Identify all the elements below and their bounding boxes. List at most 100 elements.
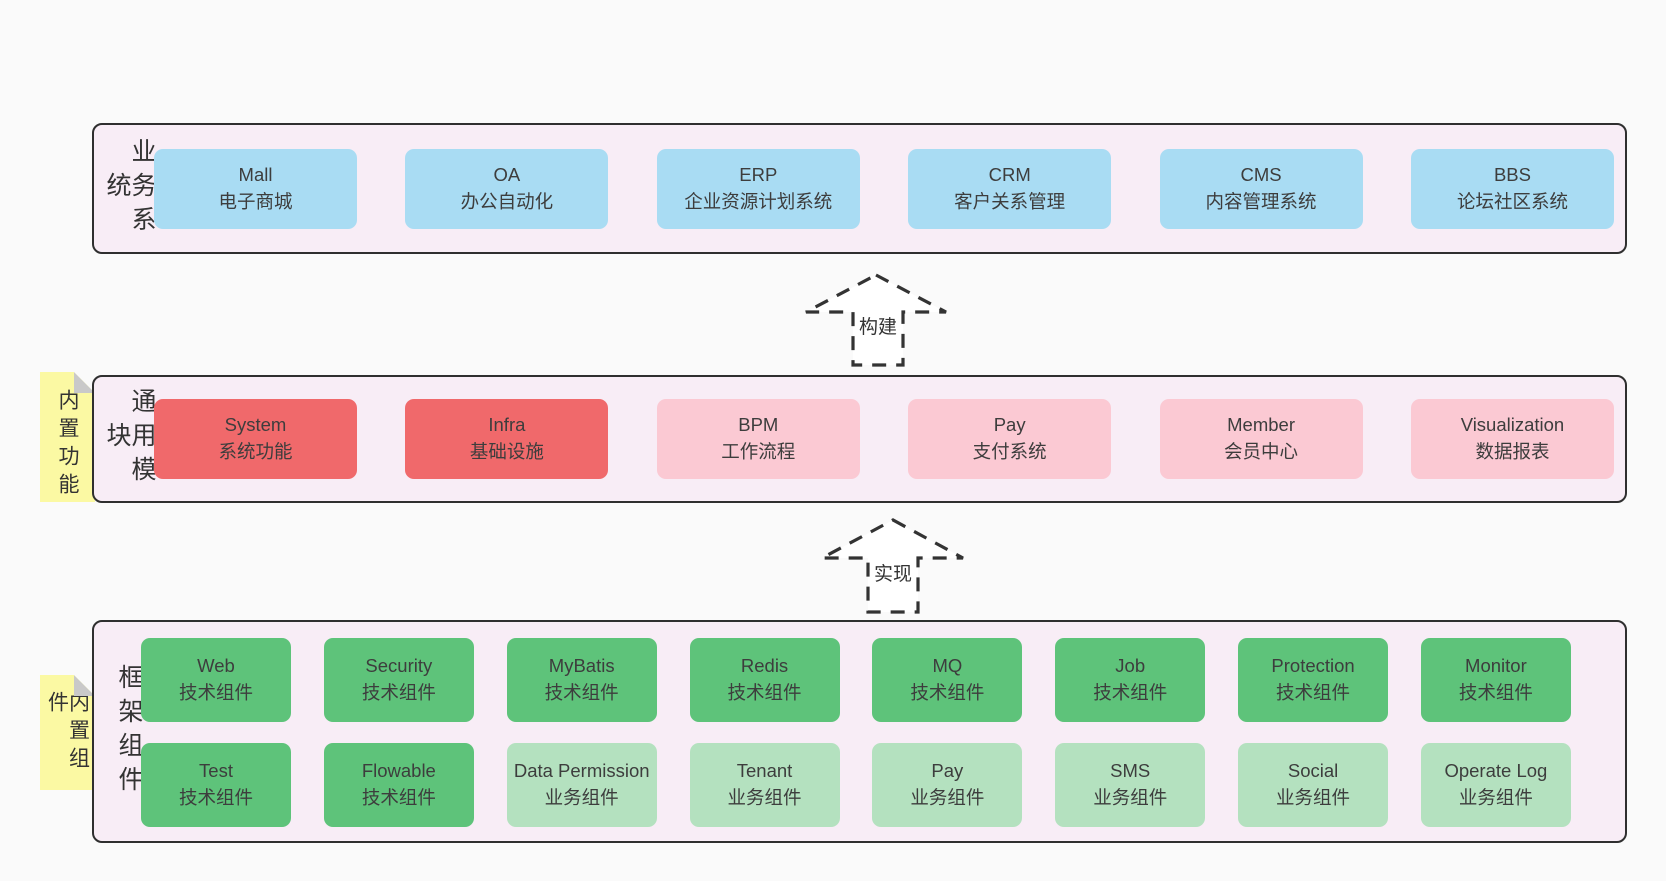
- box-bpm: BPM 工作流程: [656, 399, 860, 479]
- box-title: Mall: [238, 163, 273, 185]
- build-arrow-shape: [805, 273, 947, 367]
- box-subtitle: 论坛社区系统: [1456, 190, 1568, 212]
- box-subtitle: 电子商城: [218, 190, 293, 212]
- box-subtitle: 内容管理系统: [1205, 190, 1317, 212]
- box-sms: SMS 业务组件: [1055, 743, 1206, 827]
- box-data-permission: Data Permission 业务组件: [506, 743, 657, 827]
- builtin-components-note-label: 内置组件: [45, 691, 90, 775]
- box-title: ERP: [739, 163, 778, 185]
- box-mall: Mall 电子商城: [154, 148, 357, 229]
- box-title: Redis: [740, 655, 789, 677]
- box-title: MQ: [932, 655, 963, 677]
- box-test: Test 技术组件: [141, 743, 291, 827]
- box-mq: MQ 技术组件: [872, 638, 1023, 722]
- box-title: OA: [493, 163, 521, 185]
- box-subtitle: 支付系统: [972, 441, 1047, 462]
- box-bbs: BBS 论坛社区系统: [1410, 148, 1614, 229]
- common-modules-boxes: System 系统功能 Infra 基础设施 BPM 工作流程 Pay 支付系统…: [154, 399, 1625, 479]
- box-title: Protection: [1271, 655, 1355, 677]
- box-mybatis: MyBatis 技术组件: [506, 638, 657, 722]
- box-crm: CRM 客户关系管理: [908, 148, 1112, 229]
- box-title: BBS: [1493, 163, 1531, 185]
- box-title: Operate Log: [1444, 760, 1548, 782]
- builtin-functions-note: 内置功能: [40, 372, 95, 502]
- box-subtitle: 业务组件: [1276, 787, 1351, 808]
- box-pay-module: Pay 支付系统: [908, 399, 1112, 479]
- box-subtitle: 技术组件: [361, 787, 436, 808]
- build-arrow-label: 构建: [859, 316, 897, 338]
- box-subtitle: 业务组件: [1093, 787, 1168, 808]
- box-operate-log: Operate Log 业务组件: [1420, 743, 1571, 827]
- box-title: Pay: [931, 760, 964, 782]
- box-security: Security 技术组件: [323, 638, 474, 722]
- box-visualization: Visualization 数据报表: [1410, 399, 1614, 479]
- box-web: Web 技术组件: [141, 638, 291, 722]
- box-subtitle: 业务组件: [544, 787, 619, 808]
- box-title: Infra: [488, 414, 526, 436]
- box-title: Visualization: [1460, 414, 1565, 436]
- common-modules-label: 通用模块: [103, 388, 156, 490]
- box-social: Social 业务组件: [1238, 743, 1389, 827]
- business-systems-label: 业务系统: [103, 137, 156, 240]
- box-member: Member 会员中心: [1159, 399, 1363, 479]
- box-title: Monitor: [1465, 655, 1527, 677]
- box-subtitle: 业务组件: [1458, 787, 1533, 808]
- implement-arrow-shape: [821, 518, 964, 614]
- box-infra: Infra 基础设施: [405, 399, 609, 479]
- box-oa: OA 办公自动化: [405, 148, 609, 229]
- box-flowable: Flowable 技术组件: [323, 743, 474, 827]
- box-subtitle: 技术组件: [1276, 682, 1351, 703]
- box-subtitle: 技术组件: [178, 682, 253, 703]
- business-systems-boxes: Mall 电子商城 OA 办公自动化 ERP 企业资源计划系统 CRM 客户关系…: [154, 148, 1625, 229]
- components-row-2: Test 技术组件 Flowable 技术组件 Data Permission …: [141, 743, 1571, 827]
- framework-components-label: 框架组件: [115, 663, 143, 800]
- box-title: MyBatis: [548, 655, 615, 677]
- box-job: Job 技术组件: [1055, 638, 1206, 722]
- implement-arrow-icon: 实现: [821, 518, 964, 614]
- box-title: Web: [197, 655, 235, 677]
- box-redis: Redis 技术组件: [689, 638, 840, 722]
- box-erp: ERP 企业资源计划系统: [656, 148, 860, 229]
- box-protection: Protection 技术组件: [1238, 638, 1389, 722]
- box-subtitle: 技术组件: [1093, 682, 1168, 703]
- box-subtitle: 工作流程: [721, 441, 796, 462]
- box-subtitle: 客户关系管理: [954, 190, 1066, 212]
- box-subtitle: 业务组件: [727, 787, 802, 808]
- box-tenant: Tenant 业务组件: [689, 743, 840, 827]
- box-subtitle: 数据报表: [1475, 441, 1550, 462]
- common-modules-section: 通用模块 System 系统功能 Infra 基础设施 BPM 工作流程 Pay…: [92, 375, 1627, 503]
- box-subtitle: 业务组件: [910, 787, 985, 808]
- framework-components-section: 框架组件 Web 技术组件 Security 技术组件 MyBatis 技术组件…: [92, 620, 1627, 843]
- framework-components-grid: Web 技术组件 Security 技术组件 MyBatis 技术组件 Redi…: [141, 622, 1625, 841]
- box-title: Pay: [993, 414, 1026, 436]
- box-title: Test: [199, 760, 233, 782]
- box-subtitle: 办公自动化: [460, 190, 554, 212]
- box-title: Flowable: [361, 760, 436, 782]
- box-subtitle: 基础设施: [469, 441, 544, 462]
- box-subtitle: 会员中心: [1224, 441, 1299, 462]
- box-title: CMS: [1240, 163, 1282, 185]
- box-subtitle: 企业资源计划系统: [684, 190, 833, 212]
- box-monitor: Monitor 技术组件: [1420, 638, 1571, 722]
- box-title: Member: [1227, 414, 1295, 436]
- box-title: Tenant: [736, 760, 793, 782]
- box-title: System: [224, 414, 287, 436]
- box-title: Job: [1115, 655, 1146, 677]
- box-system: System 系统功能: [154, 399, 357, 479]
- box-title: Social: [1287, 760, 1339, 782]
- box-title: Data Permission: [513, 760, 650, 782]
- box-title: CRM: [988, 163, 1031, 185]
- box-subtitle: 技术组件: [727, 682, 802, 703]
- builtin-functions-note-label: 内置功能: [56, 389, 79, 501]
- box-subtitle: 技术组件: [1458, 682, 1533, 703]
- components-row-1: Web 技术组件 Security 技术组件 MyBatis 技术组件 Redi…: [141, 638, 1571, 722]
- build-arrow-icon: 构建: [805, 273, 947, 367]
- box-title: Security: [365, 655, 433, 677]
- box-pay-component: Pay 业务组件: [872, 743, 1023, 827]
- box-title: SMS: [1110, 760, 1151, 782]
- box-subtitle: 技术组件: [910, 682, 985, 703]
- builtin-components-note: 内置组件: [40, 675, 95, 790]
- box-subtitle: 系统功能: [218, 441, 293, 462]
- box-subtitle: 技术组件: [361, 682, 436, 703]
- implement-arrow-label: 实现: [874, 563, 912, 585]
